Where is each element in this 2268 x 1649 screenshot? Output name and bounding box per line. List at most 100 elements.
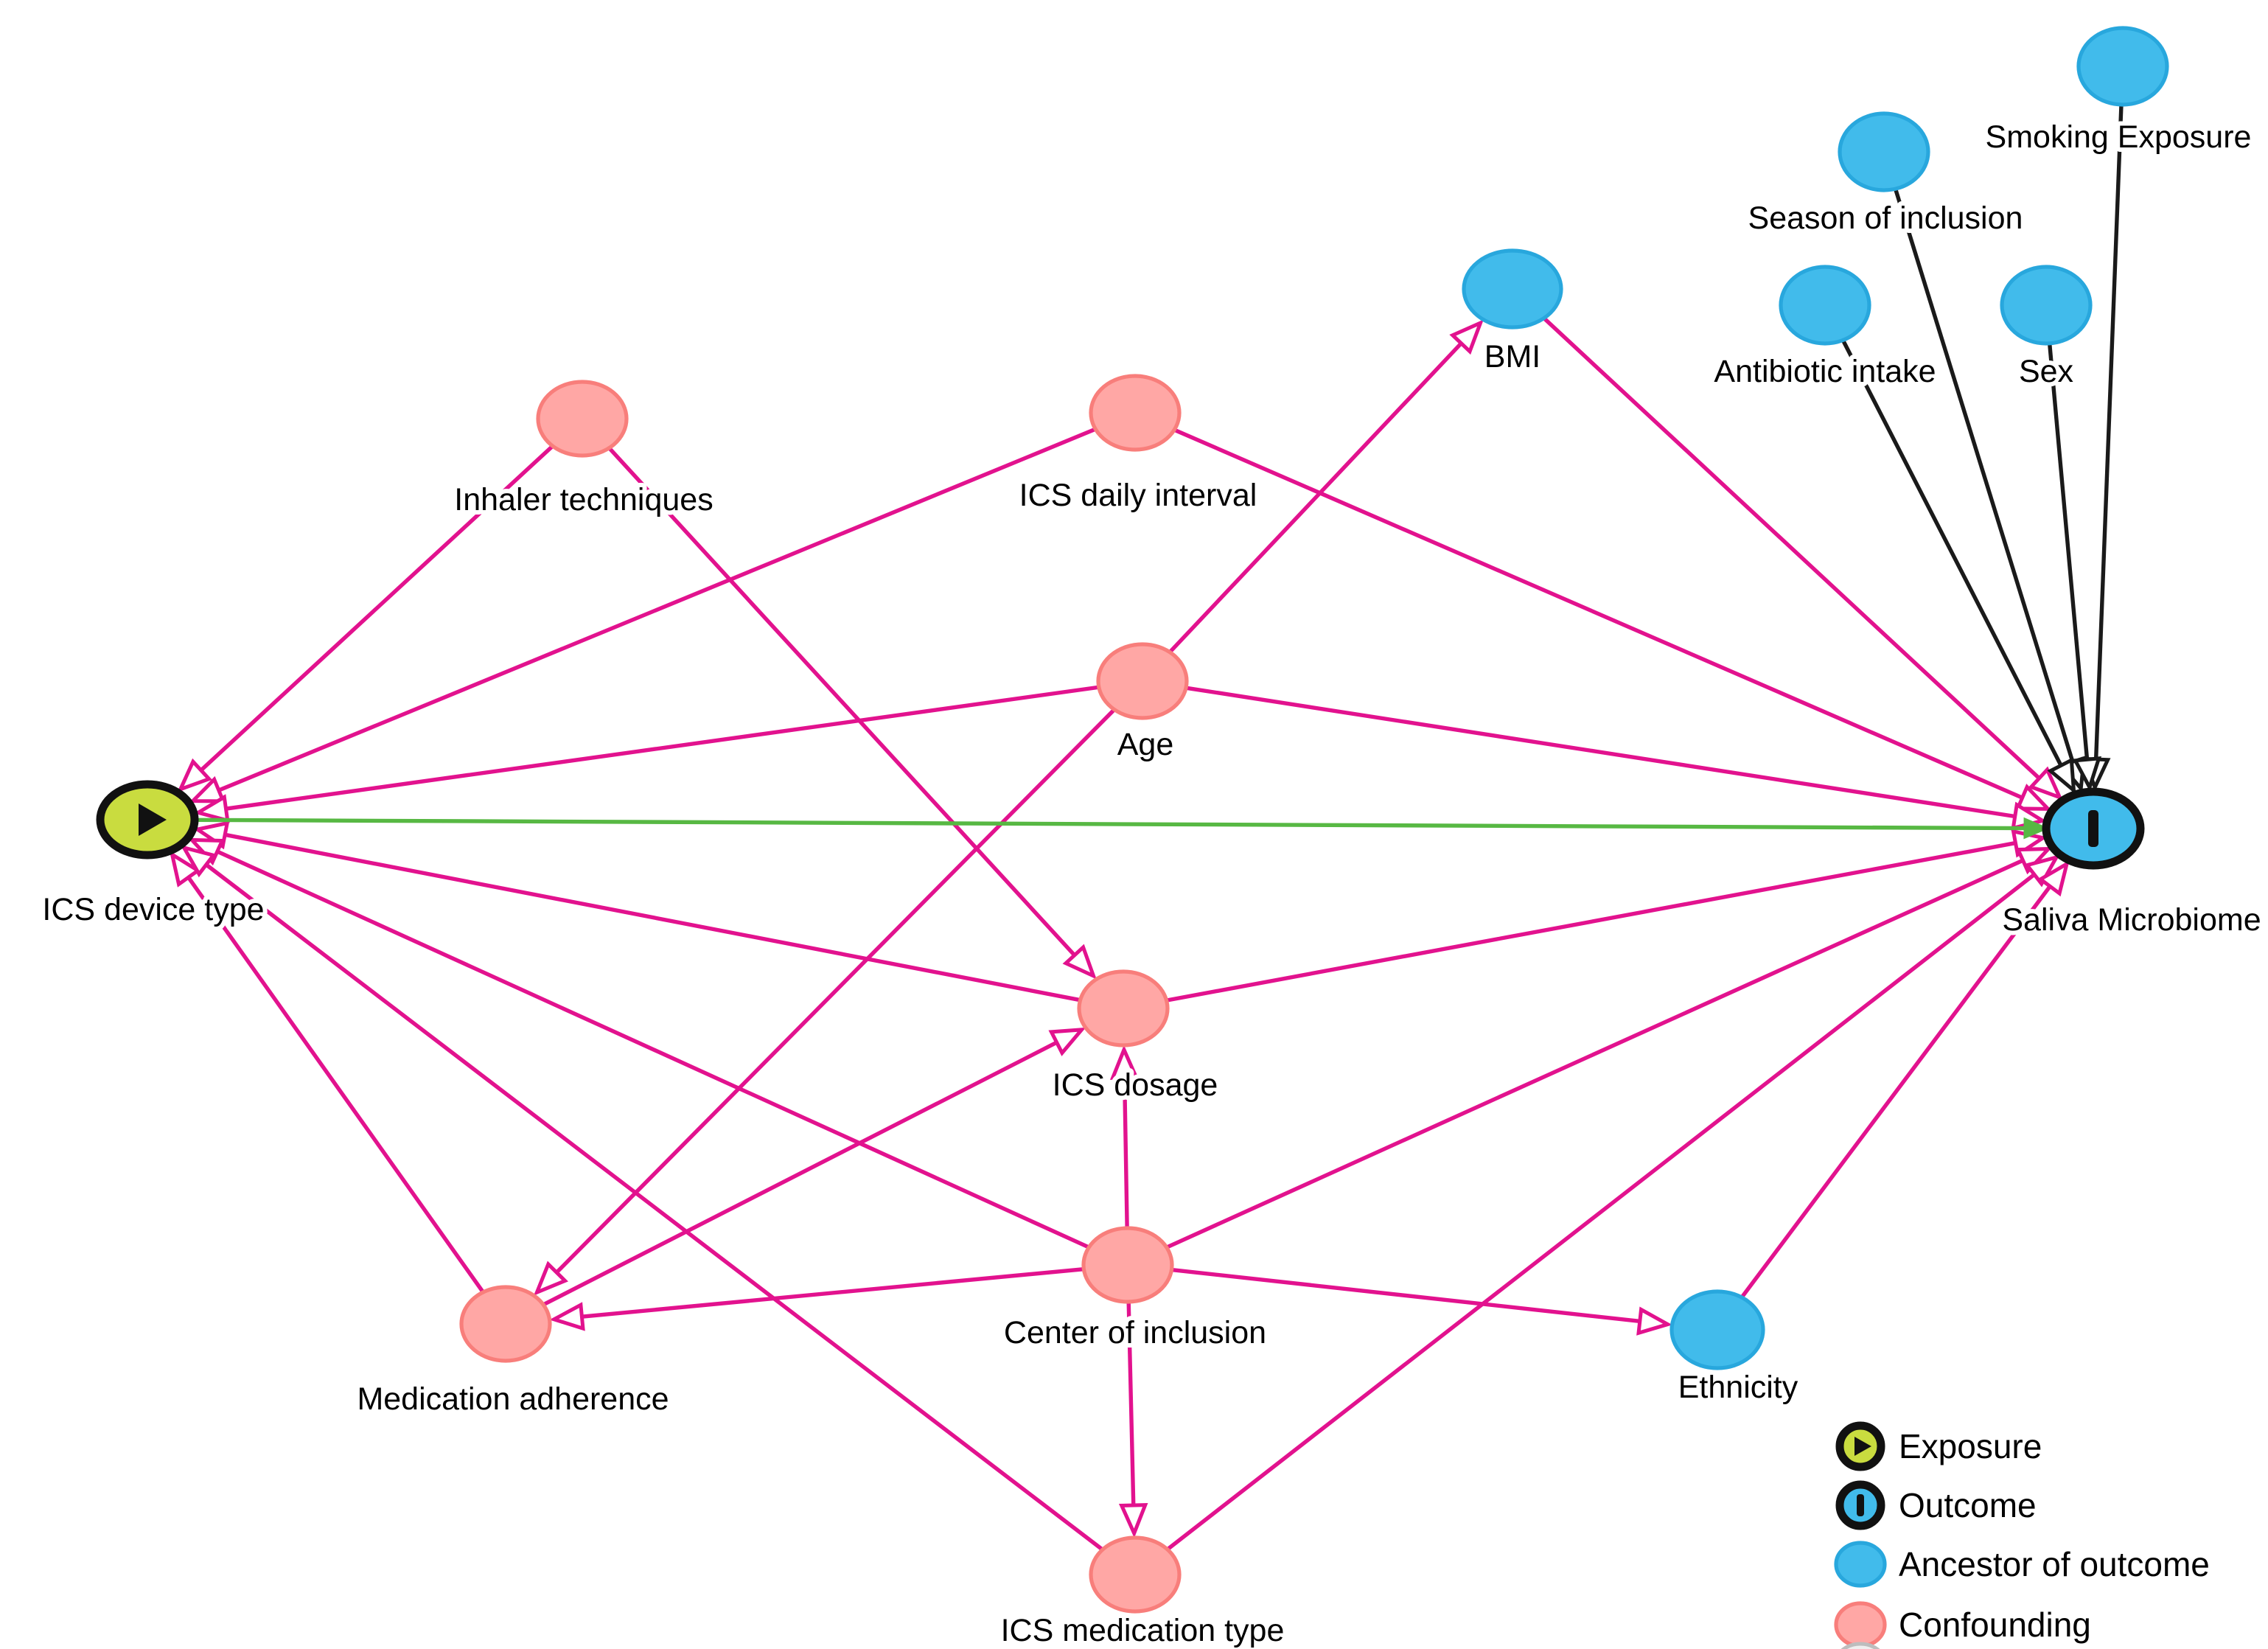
node-label-center: Center of inclusion bbox=[1004, 1315, 1266, 1350]
edge-line bbox=[1166, 871, 2038, 1551]
arrowhead-icon bbox=[169, 851, 202, 888]
edge-center-ethnicity bbox=[1171, 1267, 1672, 1336]
arrowhead-icon bbox=[1062, 944, 1097, 980]
edge-smoking-saliva bbox=[2081, 104, 2124, 792]
edge-line bbox=[1840, 339, 2065, 770]
node-ethnicity[interactable] bbox=[1669, 1289, 1765, 1370]
edge-line bbox=[607, 446, 1078, 959]
node-antibiotic[interactable] bbox=[1779, 265, 1871, 346]
node-season[interactable] bbox=[1838, 111, 1930, 192]
node-label-inhaler: Inhaler techniques bbox=[454, 482, 713, 517]
node-ellipse-ancestor[interactable] bbox=[1779, 265, 1871, 346]
arrowhead-icon bbox=[2023, 817, 2050, 840]
node-bmi[interactable] bbox=[1462, 248, 1563, 330]
bar-icon bbox=[1857, 1494, 1864, 1516]
arrowhead-icon bbox=[180, 844, 217, 878]
edge-line bbox=[202, 861, 1104, 1552]
play-icon bbox=[1854, 1437, 1871, 1456]
arrowhead-icon bbox=[1118, 1503, 1148, 1538]
edge-antibiotic-saliva bbox=[1840, 339, 2076, 795]
play-icon bbox=[139, 803, 167, 836]
node-label-daily: ICS daily interval bbox=[1019, 478, 1257, 513]
node-label-device: ICS device type bbox=[42, 892, 264, 927]
node-age[interactable] bbox=[1096, 642, 1189, 720]
edges-layer bbox=[169, 104, 2124, 1552]
arrowhead-icon bbox=[2014, 784, 2053, 811]
arrowhead-icon bbox=[549, 1302, 585, 1331]
legend-item-confounding: Confounding bbox=[1834, 1601, 2091, 1648]
arrowhead-icon bbox=[2037, 860, 2070, 897]
edge-line bbox=[185, 874, 485, 1294]
node-center[interactable] bbox=[1081, 1226, 1174, 1304]
node-ellipse-ancestor[interactable] bbox=[1838, 111, 1930, 192]
edge-line bbox=[2093, 104, 2124, 763]
node-label-medtype: ICS medication type bbox=[1001, 1613, 1285, 1648]
edge-age-adherence bbox=[533, 708, 1116, 1296]
edge-sex-saliva bbox=[2047, 343, 2102, 792]
node-adherence[interactable] bbox=[459, 1285, 552, 1363]
edge-line bbox=[579, 1266, 1084, 1319]
node-inhaler[interactable] bbox=[536, 380, 629, 458]
edge-adherence-device bbox=[169, 851, 485, 1294]
arrowhead-icon bbox=[2047, 757, 2076, 795]
edge-line bbox=[223, 685, 1100, 812]
legend-ancestor-symbol bbox=[1834, 1541, 1887, 1588]
legend-item-ancestor: Ancestor of outcome bbox=[1834, 1541, 2210, 1588]
edge-medtype-saliva bbox=[1166, 854, 2061, 1551]
node-label-smoking: Smoking Exposure bbox=[1986, 119, 2252, 155]
edge-line bbox=[1165, 857, 2027, 1249]
edge-medtype-device bbox=[180, 844, 1104, 1552]
edge-daily-saliva bbox=[1173, 428, 2053, 811]
edge-line bbox=[1185, 686, 2019, 819]
node-ellipse-ancestor[interactable] bbox=[1462, 248, 1563, 330]
node-ellipse-confounder[interactable] bbox=[1077, 969, 1170, 1047]
legend-label-exposure: Exposure bbox=[1899, 1427, 2042, 1465]
edge-ethnicity-saliva bbox=[1740, 860, 2070, 1299]
node-ellipse-confounder[interactable] bbox=[459, 1285, 552, 1363]
node-saliva[interactable] bbox=[2042, 787, 2145, 870]
node-ellipse-confounder[interactable] bbox=[1089, 1535, 1182, 1614]
edge-daily-device bbox=[188, 427, 1097, 803]
edge-line bbox=[1893, 188, 2076, 765]
node-label-antibiotic: Antibiotic intake bbox=[1714, 354, 1936, 389]
arrowhead-icon bbox=[533, 1261, 568, 1296]
nodes-layer bbox=[96, 26, 2169, 1614]
node-ellipse-ancestor[interactable] bbox=[1669, 1289, 1765, 1370]
node-label-bmi: BMI bbox=[1484, 339, 1541, 374]
edge-line bbox=[214, 848, 1090, 1249]
edge-line bbox=[215, 427, 1097, 794]
node-ellipse-confounder[interactable] bbox=[1096, 642, 1189, 720]
edge-age-device bbox=[193, 685, 1100, 823]
arrowhead-icon bbox=[2023, 854, 2061, 888]
node-label-dosage: ICS dosage bbox=[1053, 1067, 1218, 1103]
node-daily[interactable] bbox=[1089, 374, 1182, 452]
node-dosage[interactable] bbox=[1077, 969, 1170, 1047]
node-smoking[interactable] bbox=[2076, 26, 2169, 107]
legend-label-ancestor: Ancestor of outcome bbox=[1899, 1545, 2210, 1583]
node-label-ethnicity: Ethnicity bbox=[1678, 1370, 1798, 1405]
node-label-season: Season of inclusion bbox=[1748, 201, 2023, 236]
legend-cropped-symbol bbox=[1840, 1642, 1880, 1649]
edge-line bbox=[221, 832, 1081, 1003]
edge-line bbox=[1542, 316, 2043, 782]
arrowhead-icon bbox=[1048, 1027, 1086, 1056]
arrowhead-icon bbox=[2028, 766, 2064, 801]
node-ellipse-confounder[interactable] bbox=[1081, 1226, 1174, 1304]
node-ellipse-ancestor[interactable] bbox=[2076, 26, 2169, 107]
node-medtype[interactable] bbox=[1089, 1535, 1182, 1614]
node-device[interactable] bbox=[96, 780, 199, 860]
node-ellipse-ancestor[interactable] bbox=[2000, 265, 2093, 346]
node-label-saliva: Saliva Microbiome bbox=[2002, 902, 2261, 938]
edge-line bbox=[542, 1039, 1061, 1307]
edge-line bbox=[1168, 339, 1465, 654]
edge-bmi-saliva bbox=[1542, 316, 2064, 801]
node-ellipse-confounder[interactable] bbox=[536, 380, 629, 458]
node-ellipse-confounder[interactable] bbox=[1089, 374, 1182, 452]
arrowhead-icon bbox=[1636, 1306, 1672, 1336]
node-label-adherence: Medication adherence bbox=[357, 1381, 669, 1417]
edge-center-dosage bbox=[1109, 1045, 1140, 1229]
node-sex[interactable] bbox=[2000, 265, 2093, 346]
